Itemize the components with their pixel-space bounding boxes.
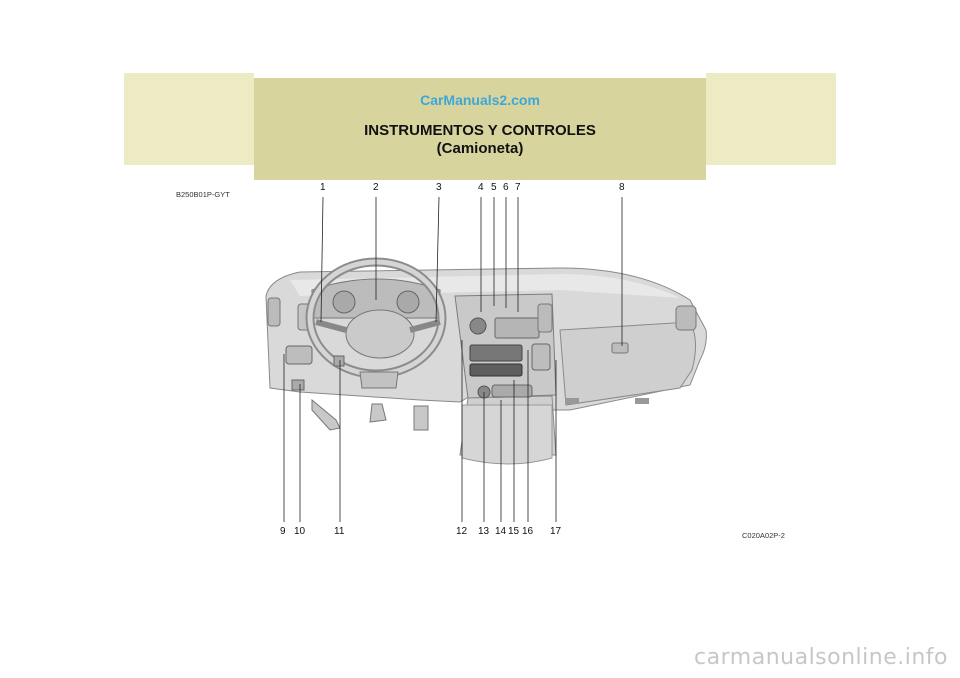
callout-15: 15	[508, 526, 519, 537]
callout-6: 6	[503, 182, 509, 193]
callout-1: 1	[320, 182, 326, 193]
callout-16: 16	[522, 526, 533, 537]
callout-10: 10	[294, 526, 305, 537]
bottom-watermark-link[interactable]: carmanualsonline.info	[694, 645, 948, 670]
callout-2: 2	[373, 182, 379, 193]
callout-14: 14	[495, 526, 506, 537]
callout-7: 7	[515, 182, 521, 193]
callout-11: 11	[334, 526, 344, 537]
callout-12: 12	[456, 526, 467, 537]
callout-13: 13	[478, 526, 489, 537]
callout-17: 17	[550, 526, 561, 537]
callout-3: 3	[436, 182, 442, 193]
callout-9: 9	[280, 526, 286, 537]
callout-8: 8	[619, 182, 625, 193]
callout-4: 4	[478, 182, 484, 193]
callout-5: 5	[491, 182, 497, 193]
